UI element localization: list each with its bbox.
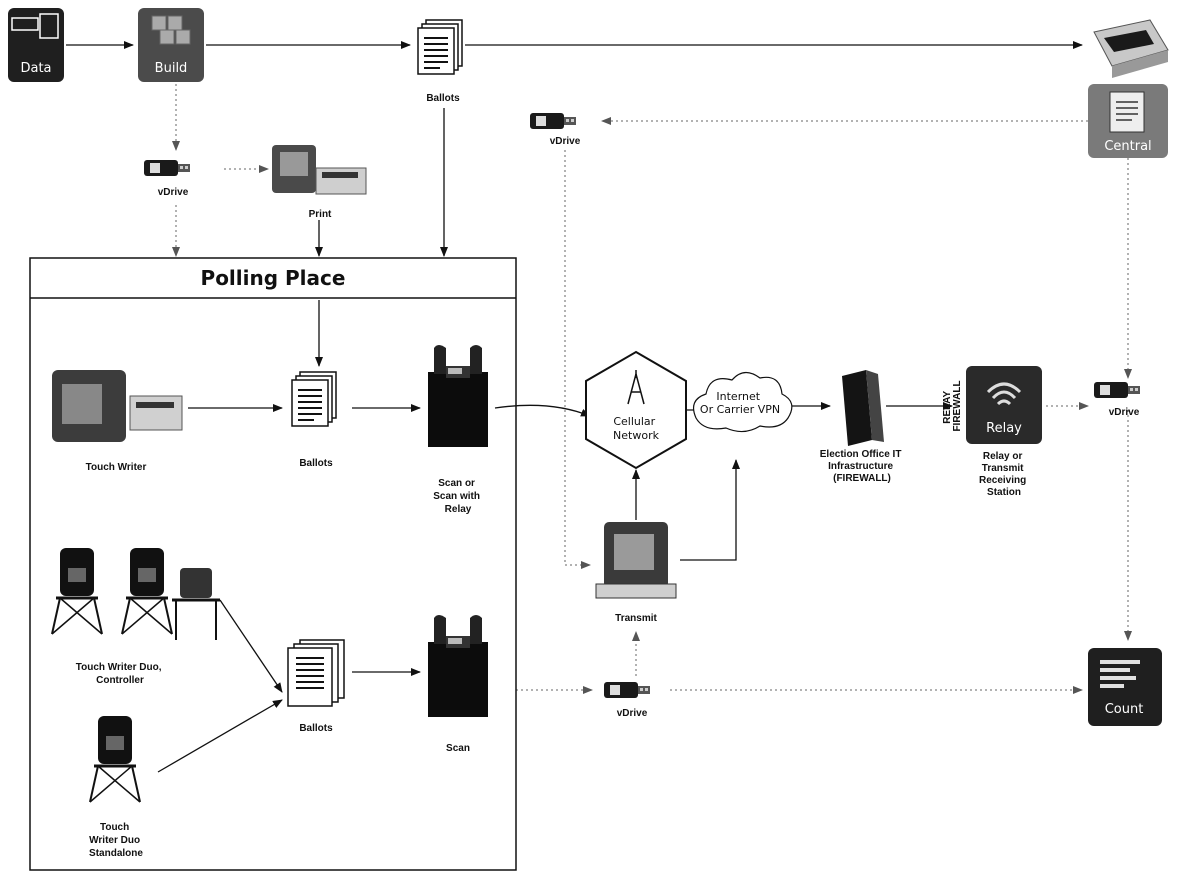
ballots-mid: Ballots <box>292 372 336 469</box>
central-tile: Central <box>1088 84 1168 158</box>
svg-text:Relay or Transmit: Relay or Transmit Receiving Station <box>979 451 1029 498</box>
relay-station-line-3: Receiving <box>979 475 1026 486</box>
relay-station-line-2: Transmit <box>982 463 1024 474</box>
duo-controller-line-1: Touch Writer Duo, <box>76 662 162 673</box>
svg-text:Touch Writer Duo, Contro: Touch Writer Duo, Controller <box>76 662 165 686</box>
build-label: Build <box>155 61 188 76</box>
scan-relay-line-3: Relay <box>445 504 472 515</box>
scan-relay-line-1: Scan or <box>438 478 475 489</box>
ballots-mid-label: Ballots <box>299 458 333 469</box>
vdrive-far-right-label: vDrive <box>1109 407 1140 418</box>
scanner-scan: Scan <box>428 615 488 754</box>
print-node: Print <box>272 145 366 220</box>
print-label: Print <box>309 209 332 220</box>
office-line-3: (FIREWALL) <box>833 473 891 484</box>
relay-station-text: Relay or Transmit Receiving Station <box>979 451 1029 498</box>
ballots-low: Ballots <box>288 640 344 734</box>
duo-standalone-line-3: Standalone <box>89 848 143 859</box>
office-line-2: Infrastructure <box>828 461 893 472</box>
data-tile: Data <box>8 8 64 82</box>
svg-text:RELAY FIREWALL: RELAY FIREWALL <box>942 380 963 431</box>
printer-icon <box>1094 20 1168 78</box>
svg-text:Touch Writer Duo S: Touch Writer Duo Standalone <box>89 822 143 859</box>
duo-controller-line-2: Controller <box>96 675 144 686</box>
internet-line-1: Internet <box>716 390 760 403</box>
transmit-label: Transmit <box>615 613 657 624</box>
internet-line-2: Or Carrier VPN <box>700 403 780 416</box>
cellular-network-hexagon: Cellular Network <box>586 352 686 468</box>
ballots-top-label: Ballots <box>426 93 460 104</box>
vdrive-right-top-label: vDrive <box>550 136 581 147</box>
polling-place-title: Polling Place <box>201 266 346 290</box>
duo-standalone-line-2: Writer Duo <box>89 835 140 846</box>
vdrive-bottom: vDrive <box>604 682 650 719</box>
relay-station-line-4: Station <box>987 487 1021 498</box>
duo-standalone-line-1: Touch <box>100 822 129 833</box>
count-tile: Count <box>1088 648 1162 726</box>
transmit-node: Transmit <box>596 522 676 624</box>
svg-text:Election Office IT Infra: Election Office IT Infrastructure (FIREW… <box>820 449 904 484</box>
vdrive-top: vDrive <box>144 160 190 198</box>
cellular-line-1: Cellular <box>613 415 655 428</box>
count-label: Count <box>1105 702 1144 717</box>
election-office-server: Election Office IT Infrastructure (FIREW… <box>820 370 904 484</box>
touch-writer: Touch Writer <box>52 370 182 473</box>
vdrive-bottom-label: vDrive <box>617 708 648 719</box>
relay-side-line-2: FIREWALL <box>952 380 963 431</box>
svg-text:Cellular Network: Cellular Network <box>613 415 660 442</box>
touch-writer-duo-standalone: Touch Writer Duo Standalone <box>89 716 143 859</box>
vdrive-top-label: vDrive <box>158 187 189 198</box>
office-line-1: Election Office IT <box>820 449 902 460</box>
relay-label: Relay <box>986 421 1022 436</box>
ballots-top: Ballots <box>418 20 462 104</box>
build-tile: Build <box>138 8 204 82</box>
scan-relay-line-2: Scan with <box>433 491 480 502</box>
vdrive-right-top: vDrive <box>530 113 581 147</box>
cellular-line-2: Network <box>613 429 660 442</box>
touch-writer-label: Touch Writer <box>86 462 147 473</box>
scan-label: Scan <box>446 743 470 754</box>
relay-tile: Relay <box>966 366 1042 444</box>
relay-firewall-label: RELAY FIREWALL <box>942 380 963 431</box>
ballots-low-label: Ballots <box>299 723 333 734</box>
relay-station-line-1: Relay or <box>983 451 1023 462</box>
internet-cloud: Internet Or Carrier VPN <box>694 372 792 431</box>
svg-text:Scan or Scan with: Scan or Scan with Relay <box>433 478 482 515</box>
central-label: Central <box>1104 139 1151 154</box>
vdrive-far-right: vDrive <box>1094 382 1140 418</box>
data-label: Data <box>20 61 51 76</box>
touch-writer-duo-controller: Touch Writer Duo, Controller <box>52 548 220 686</box>
scanner-relay: Scan or Scan with Relay <box>428 345 488 515</box>
